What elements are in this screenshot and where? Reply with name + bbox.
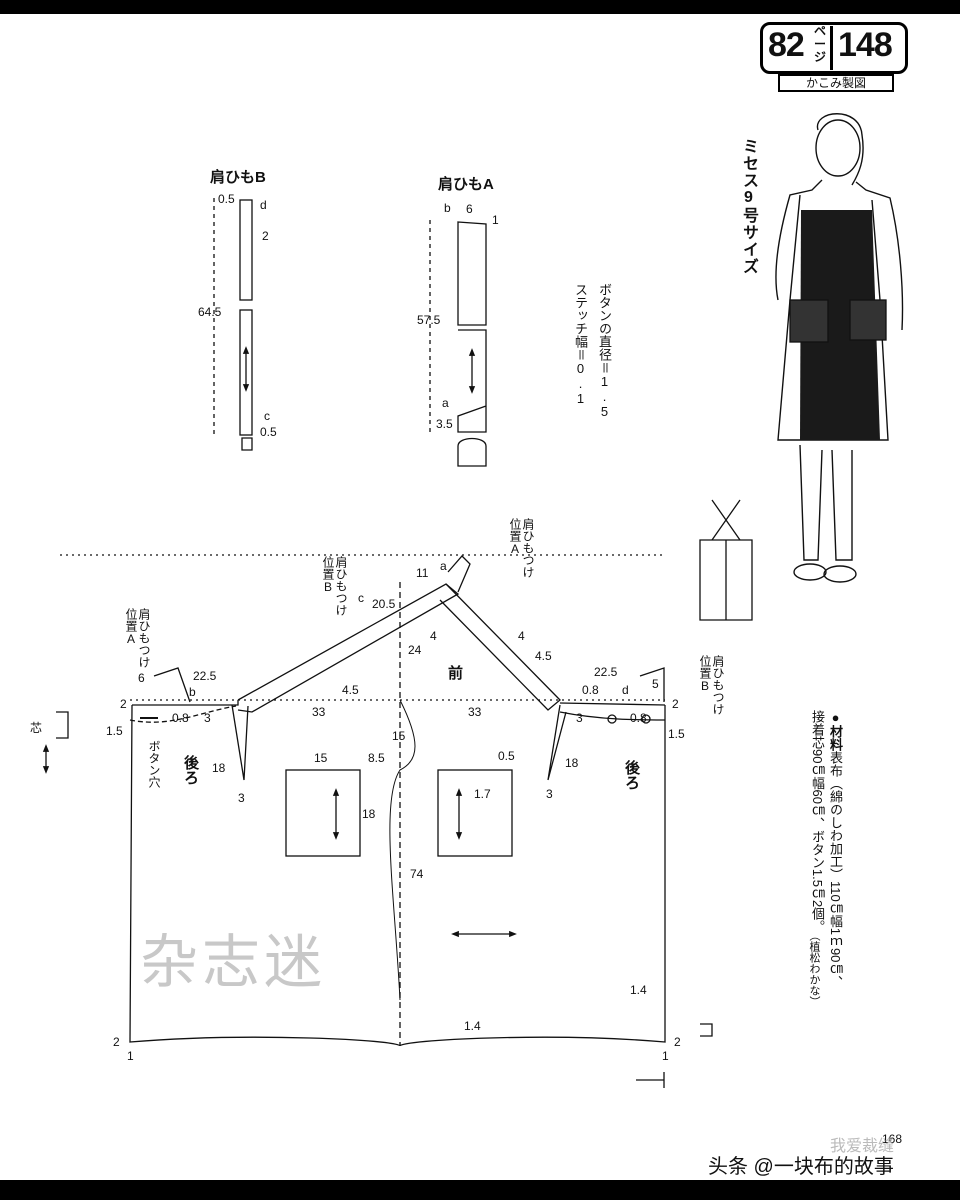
- dim-11: 11: [416, 566, 429, 580]
- strap-b-title: 肩ひもB: [210, 169, 266, 186]
- dim-4-left: 4: [430, 629, 437, 643]
- dim-8-5: 8.5: [368, 751, 385, 765]
- point-label-b: b: [189, 685, 196, 699]
- source-credit: 头条 @一块布的故事: [708, 1156, 894, 1178]
- buttonhole-label: ボタン穴: [147, 740, 161, 788]
- badge-frame: [760, 22, 908, 74]
- badge-left-number: 82: [768, 26, 805, 64]
- materials-title: ●材料: [828, 710, 843, 751]
- dim-1-bottom-right: 1: [662, 1049, 669, 1063]
- dim-20-5: 20.5: [372, 597, 396, 611]
- apron-dark-fill: [800, 210, 880, 440]
- dim-4-right: 4: [518, 629, 525, 643]
- dim-1-4-side: 1.4: [630, 983, 647, 997]
- size-label: ミセス9号サイズ: [740, 138, 757, 275]
- strap-b-label-d: d: [260, 198, 267, 212]
- strap-b-bottom-width: 0.5: [260, 425, 277, 439]
- strap-a-top-offset: 1: [492, 213, 499, 227]
- strap-a-title: 肩ひもA: [438, 176, 494, 193]
- dim-18-right: 18: [565, 756, 579, 770]
- materials-list: ●材料表布（綿のしわ加工）110㎝幅1ｍ90㎝、 接着芯90㎝幅60㎝、ボタン1…: [808, 710, 844, 988]
- back-right-label: 後ろ: [623, 760, 640, 790]
- dim-2-top-right: 2: [672, 697, 679, 711]
- point-label-a: a: [440, 559, 447, 573]
- strap-a-position-label: 肩ひもつけ位置A: [508, 518, 535, 578]
- dim-1-7: 1.7: [474, 787, 491, 801]
- strap-b-position-right-label: 肩ひもつけ位置B: [698, 655, 725, 715]
- dim-1-5-right: 1.5: [668, 727, 685, 741]
- dim-0-5: 0.5: [498, 749, 515, 763]
- dim-1-5-left: 1.5: [106, 724, 123, 738]
- point-label-d: d: [622, 683, 629, 697]
- strap-a-top-width: 6: [466, 202, 473, 216]
- dim-33-right: 33: [468, 705, 482, 719]
- button-diameter-note: ボタンの直径＝1.5: [597, 283, 612, 419]
- watermark: 杂志迷: [140, 928, 327, 996]
- dim-3-right-bottom: 3: [546, 787, 553, 801]
- strap-a-pattern: [429, 220, 487, 467]
- dim-15-side: 15: [392, 729, 406, 743]
- badge-right-number: 148: [838, 26, 893, 64]
- strap-a-bottom-offset: 3.5: [436, 417, 453, 431]
- credit-mark: 我爱裁缝: [830, 1138, 895, 1155]
- stitch-width-note: ステッチ幅＝0.1: [573, 283, 588, 406]
- strap-b-label-c: c: [264, 409, 270, 423]
- dim-0-8-right: 0.8: [582, 683, 599, 697]
- dim-6: 6: [138, 671, 145, 685]
- dim-33-left: 33: [312, 705, 326, 719]
- materials-line-2: 接着芯90㎝幅60㎝、ボタン1.5㎝2個。: [810, 710, 825, 934]
- dim-3-left-bottom: 3: [238, 791, 245, 805]
- dim-2-top-left: 2: [120, 697, 127, 711]
- dim-18-pocket: 18: [362, 807, 376, 821]
- dim-0-8-right-2: 0.8: [630, 711, 647, 725]
- dim-1-bottom-left: 1: [127, 1049, 134, 1063]
- right-pocket-illustration: [849, 299, 887, 341]
- strap-a-label-a: a: [442, 396, 449, 410]
- page-reference-badge: 82 ページ 148 かこみ製図: [760, 22, 910, 92]
- left-pocket-illustration: [789, 299, 829, 343]
- strap-a-label-b: b: [444, 201, 451, 215]
- dim-18-left: 18: [212, 761, 226, 775]
- dim-4-5-right: 4.5: [535, 649, 552, 663]
- apron-body-pattern: [42, 554, 713, 1088]
- dim-3-right: 3: [576, 711, 583, 725]
- strap-b-pattern: [213, 198, 253, 451]
- dim-2-bottom-right: 2: [674, 1035, 681, 1049]
- strap-a-position-left-label: 肩ひもつけ位置A: [124, 608, 151, 668]
- badge-page-kana: ページ: [813, 24, 826, 64]
- strap-a-length: 57.5: [417, 313, 441, 327]
- dim-74: 74: [410, 867, 424, 881]
- back-view-illustration: [699, 499, 753, 621]
- badge-separator: [830, 26, 833, 70]
- dim-2-bottom-left: 2: [113, 1035, 120, 1049]
- strap-b-position-top-label: 肩ひもつけ位置B: [321, 556, 348, 616]
- top-border-bar: [0, 0, 960, 14]
- page-number: 168: [882, 1132, 903, 1146]
- front-label: 前: [448, 665, 464, 682]
- point-label-c: c: [358, 591, 364, 605]
- dim-3-left: 3: [204, 711, 211, 725]
- dim-24: 24: [408, 643, 422, 657]
- materials-line-1: 表布（綿のしわ加工）110㎝幅1ｍ90㎝、: [828, 751, 843, 989]
- interfacing-label: 芯: [30, 721, 43, 735]
- dim-22-5-right: 22.5: [594, 665, 618, 679]
- dim-15-pocket: 15: [314, 751, 328, 765]
- dim-0-8-left: 0.8: [172, 711, 189, 725]
- dim-22-5-left: 22.5: [193, 669, 217, 683]
- bottom-border-bar: [0, 1180, 960, 1200]
- strap-b-width: 2: [262, 229, 269, 243]
- author-credit: （植松わかな）: [808, 930, 820, 1007]
- strap-b-length: 64.5: [198, 305, 222, 319]
- dim-4-5-left: 4.5: [342, 683, 359, 697]
- dim-5: 5: [652, 677, 659, 691]
- dim-1-4-hem: 1.4: [464, 1019, 481, 1033]
- strap-b-top-width: 0.5: [218, 192, 235, 206]
- back-left-label: 後ろ: [182, 755, 199, 785]
- badge-subtitle: かこみ製図: [778, 74, 894, 92]
